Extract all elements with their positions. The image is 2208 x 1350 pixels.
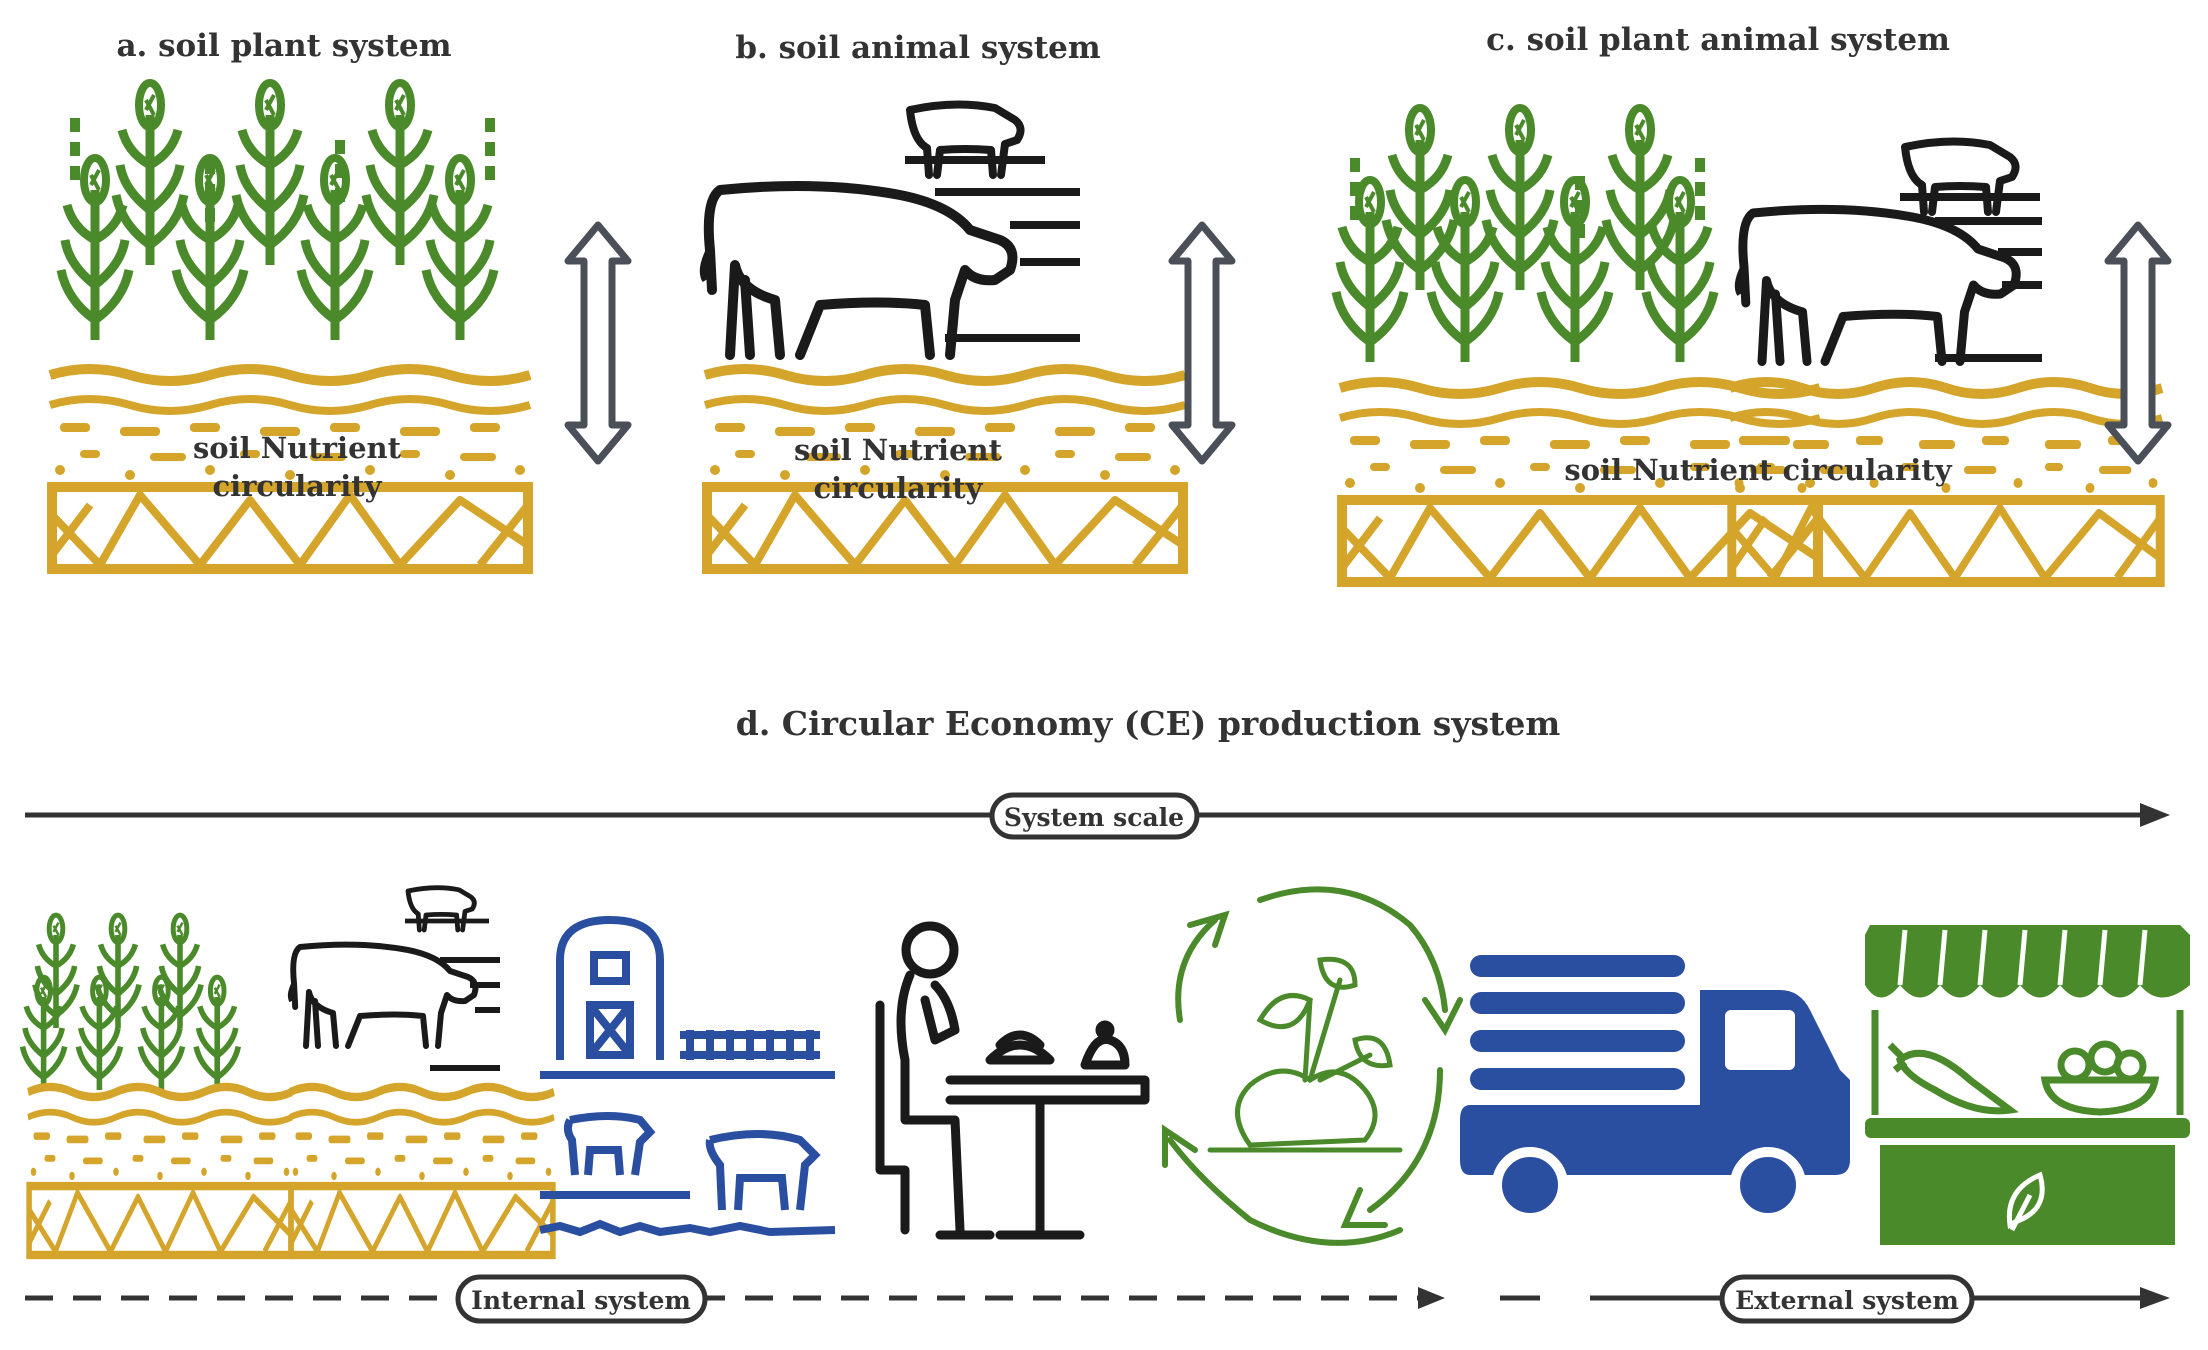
panel-a-title: a. soil plant system <box>116 28 451 64</box>
corn-plant-icon <box>61 83 495 340</box>
double-arrow-icon <box>568 225 628 461</box>
panel-b-soil-label-1: soil Nutrient <box>794 433 1003 467</box>
double-arrow-icon <box>2108 225 2168 461</box>
internal-system-arrow: Internal system <box>25 1274 1445 1324</box>
corn-plant-icon <box>1336 108 1714 362</box>
soil-layers-icon <box>705 369 1185 569</box>
external-system-arrow: External system <box>1500 1274 2170 1324</box>
recycle-cycle-icon <box>1162 886 1463 1246</box>
soil-plant-animal-mini <box>23 888 554 1255</box>
panel-d-title: d. Circular Economy (CE) production syst… <box>736 704 1561 743</box>
panel-b: b. soil animal system soil Nutrient circ… <box>704 30 1232 569</box>
system-scale-arrow: System scale <box>25 792 2170 840</box>
person-eating-icon <box>875 921 1150 1240</box>
panel-a-soil-label-1: soil Nutrient <box>193 431 402 465</box>
panel-a-soil-label-2: circularity <box>212 469 382 503</box>
panel-b-title: b. soil animal system <box>735 30 1101 66</box>
panel-c-soil-label: soil Nutrient circularity <box>1564 453 1952 487</box>
panel-d: d. Circular Economy (CE) production syst… <box>23 704 2190 1324</box>
truck-icon <box>1460 955 1850 1223</box>
double-arrow-icon <box>1172 225 1232 461</box>
cow-icon <box>704 104 1080 355</box>
internal-system-label: Internal system <box>471 1286 691 1315</box>
panel-a: a. soil plant system soil Nutrient circu… <box>50 28 628 569</box>
cow-icon <box>1738 141 2042 361</box>
panel-c-title: c. soil plant animal system <box>1486 22 1950 58</box>
barn-icon <box>539 915 836 1237</box>
external-system-label: External system <box>1735 1286 1959 1315</box>
panel-c: c. soil plant animal system soil Nutrien… <box>1336 22 2168 582</box>
panel-b-soil-label-2: circularity <box>813 471 983 505</box>
market-stall-icon <box>1865 925 2190 1245</box>
system-scale-label: System scale <box>1004 803 1184 832</box>
